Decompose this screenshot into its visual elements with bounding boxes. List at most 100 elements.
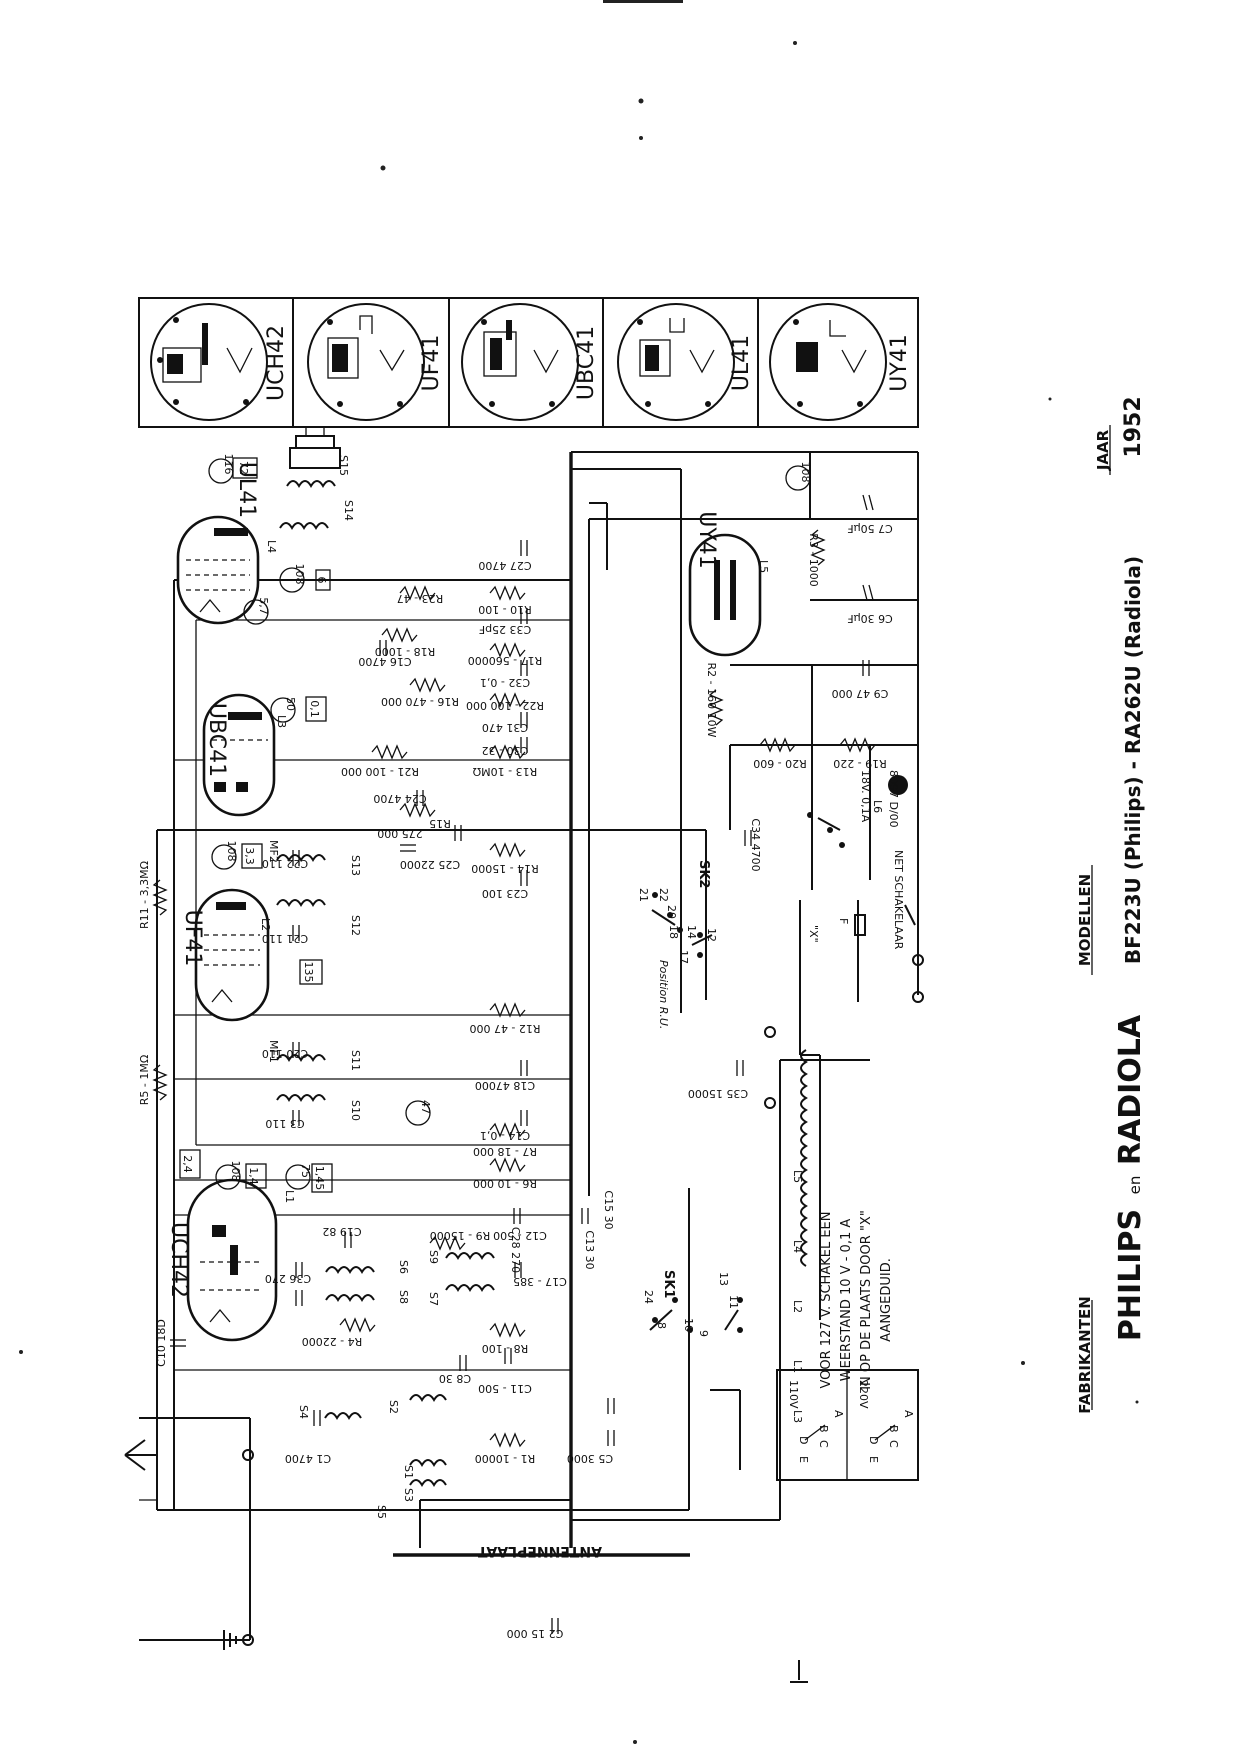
label-c13: C13 30	[583, 1230, 596, 1269]
contact-21: 21	[637, 888, 650, 902]
base-label-ubc41: UBC41	[574, 326, 599, 400]
contact-10: 10	[682, 1318, 695, 1332]
voltage-1-4: 1,4	[247, 1167, 260, 1185]
label-s13: S13	[349, 855, 362, 876]
loudspeaker-icon	[289, 428, 341, 469]
label-sk2: SK2	[696, 860, 711, 888]
coils	[276, 480, 808, 1487]
antenna-icon	[124, 1439, 157, 1471]
voltage-selector: 110V 220V E D C B A E D C B A	[776, 1369, 919, 1481]
label-lamp-code: 8097 D/00	[887, 770, 900, 828]
voltage-markers	[179, 457, 811, 1193]
tube-uch42: UCH42	[166, 1178, 278, 1342]
label-r13: R13 - 10MΩ	[473, 765, 538, 778]
contact-9: 9	[697, 1330, 710, 1337]
note-line-3: IN OP DE PLAATS DOOR "X"	[859, 1210, 874, 1390]
tube-base-uch42: UCH42	[150, 303, 289, 421]
label-r9: R9 - 15000	[430, 1229, 491, 1242]
label-r22: R22 - 100 000	[466, 699, 544, 712]
label-c16: C16 4700	[358, 655, 411, 668]
contact-24: 24	[642, 1290, 655, 1304]
sel110-a: A	[832, 1410, 845, 1418]
title-block: FABRIKANTEN PHILIPS en RADIOLA MODELLEN …	[1076, 396, 1148, 1413]
label-c11: C11 - 500	[478, 1382, 532, 1395]
contact-12: 12	[705, 928, 718, 942]
band-label-l4: L4	[791, 1240, 804, 1253]
label-antenneplaat: ANTENNEPLAAT	[478, 1543, 602, 1559]
voltage-5-7: 5,7	[257, 597, 270, 615]
label-r15b: 275 000	[377, 827, 423, 840]
sel220-d: D	[867, 1436, 880, 1444]
voltage-75: 75	[299, 1164, 312, 1178]
label-c28: C28 270	[509, 1227, 522, 1273]
title-modellen-label: MODELLEN	[1076, 874, 1094, 966]
label-l4: L4	[265, 540, 278, 553]
label-s14: S14	[342, 500, 355, 521]
contact-18: 18	[667, 925, 680, 939]
tube-label-ubc41: UBC41	[204, 703, 229, 777]
label-c35: C35 15000	[688, 1087, 748, 1100]
label-c2: C2 15 000	[507, 1627, 564, 1640]
voltage-1-45: 1,45	[313, 1166, 326, 1191]
label-c21: C21 110	[262, 932, 308, 945]
label-c15: C15 30	[602, 1190, 615, 1229]
contact-20: 20	[665, 905, 678, 919]
voltage-108-b: 108	[225, 841, 238, 862]
label-c24: C24 4700	[373, 792, 426, 805]
label-r1: R1 - 10000	[475, 1452, 536, 1465]
voltage-135: 135	[302, 962, 315, 983]
label-c3b: C5 3000	[567, 1452, 613, 1465]
label-s15: S15	[337, 455, 350, 476]
tube-label-ul41: UL41	[234, 462, 259, 518]
label-c23: C23 100	[482, 887, 528, 900]
voltage-108-a: 108	[293, 564, 306, 585]
label-s4: S4	[297, 1405, 310, 1419]
voltage-labels: 116 72 108 6 5,7 50 0,1 108 3,3 135 108 …	[181, 454, 812, 1191]
label-220v: 220V	[857, 1380, 870, 1409]
label-c20: C20 110	[262, 1047, 308, 1060]
tube-uf41: UF41	[180, 888, 270, 1022]
label-c18: C18 47000	[475, 1079, 535, 1092]
label-c6: C6 30µF	[847, 612, 893, 625]
band-label-l1: L1	[791, 1360, 804, 1373]
label-r21: R21 - 100 000	[341, 765, 419, 778]
label-x-mark: "X"	[807, 925, 820, 943]
label-c34: C34 4700	[749, 818, 762, 871]
sel110-c: C	[817, 1440, 830, 1448]
label-c31: C31 470	[482, 721, 528, 734]
switch-labels: SK2 SK1 Position R.U. "X" F 18V. 0,1A L6…	[637, 770, 905, 1337]
label-c12: C12 - 500	[493, 1229, 547, 1242]
tube-uy41: UY41	[688, 511, 762, 657]
title-fabrikanten-label: FABRIKANTEN	[1076, 1296, 1094, 1414]
tube-ubc41: UBC41	[202, 693, 276, 817]
label-s2: S2	[387, 1400, 400, 1414]
tube-base-ul41: UL41	[617, 303, 754, 421]
band-label-l3: L3	[791, 1410, 804, 1423]
label-c9: C9 47 000	[832, 687, 889, 700]
sel110-b: B	[817, 1425, 830, 1433]
label-r8: R8 - 100	[482, 1342, 529, 1355]
label-s8: S8	[397, 1290, 410, 1304]
voltage-108-c: 108	[229, 1161, 242, 1182]
switches	[242, 775, 924, 1646]
label-s11: S11	[349, 1050, 362, 1071]
tube-label-uch42: UCH42	[166, 1222, 191, 1298]
note-line-2: WEERSTAND 10 V - 0,1 A	[839, 1219, 854, 1382]
title-year: 1952	[1121, 396, 1146, 457]
label-c32: C32 - 0,1	[480, 676, 530, 689]
base-label-uch42: UCH42	[264, 325, 289, 401]
label-sk1: SK1	[661, 1270, 676, 1298]
label-r16: R16 - 470 000	[381, 695, 459, 708]
label-c36: C36 270	[265, 1272, 311, 1285]
label-s9: S9	[427, 1250, 440, 1264]
label-r14: R14 - 15000	[471, 862, 539, 875]
sel220-e: E	[867, 1456, 880, 1463]
sel110-e: E	[797, 1456, 810, 1463]
label-r19: R19 - 220	[833, 757, 887, 770]
label-r5: R5 - 1MΩ	[138, 1055, 151, 1106]
base-label-uf41: UF41	[419, 335, 444, 392]
tube-base-ubc41: UBC41	[461, 303, 599, 421]
label-mf2: MF2	[267, 840, 280, 863]
